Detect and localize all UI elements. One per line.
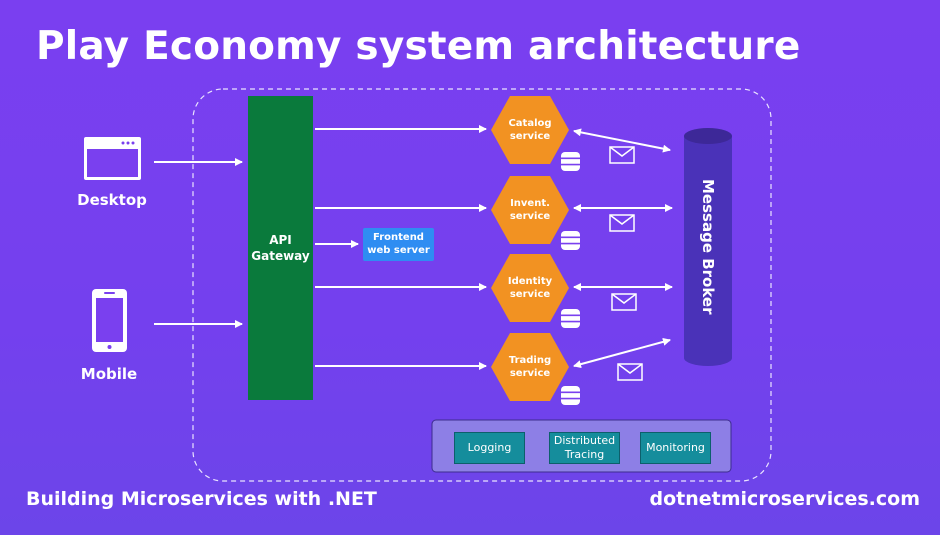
mobile-phone-icon — [92, 289, 127, 352]
message-broker-label: Message Broker — [684, 128, 732, 366]
database-icon — [561, 309, 580, 328]
catalog-service-label-line1: Catalog — [508, 118, 552, 129]
catalog-service-hexagon — [491, 96, 569, 164]
inventory-service-label-line2: service — [509, 211, 551, 222]
api-gateway-label: API Gateway — [248, 232, 313, 264]
mobile-label: Mobile — [80, 365, 138, 383]
database-icon — [561, 152, 580, 171]
frontend-label-line2: web server — [367, 245, 430, 256]
envelope-icon — [609, 146, 635, 164]
system-boundary — [192, 88, 772, 482]
logging-label-line1: Logging — [467, 441, 512, 454]
inventory-service-hexagon — [491, 176, 569, 244]
envelope-icon — [611, 293, 637, 311]
distributed-tracing-box: Distributed Tracing — [549, 432, 620, 464]
trading-service-hexagon — [491, 333, 569, 401]
desktop-window-icon — [84, 137, 141, 180]
inventory-service-label-line1: Invent. — [510, 198, 550, 209]
inventory-service-label: Invent. service — [492, 197, 568, 223]
database-icon — [561, 231, 580, 250]
api-gateway-label-line2: Gateway — [251, 249, 310, 263]
identity-service-hexagon — [491, 254, 569, 322]
frontend-label-line1: Frontend — [373, 232, 424, 243]
trading-service-label: Trading service — [492, 354, 568, 380]
website-footer: dotnetmicroservices.com — [649, 488, 920, 510]
desktop-label: Desktop — [77, 191, 147, 209]
message-broker-label-text: Message Broker — [699, 179, 717, 315]
catalog-broker-arrow — [573, 128, 671, 153]
trading-broker-arrow — [573, 337, 671, 369]
logging-box: Logging — [454, 432, 525, 464]
trading-service-label-line2: service — [509, 368, 551, 379]
course-title-footer: Building Microservices with .NET — [26, 488, 377, 510]
identity-service-label-line2: service — [509, 289, 551, 300]
message-broker-cylinder — [684, 128, 732, 366]
page-title: Play Economy system architecture — [36, 24, 801, 69]
identity-service-label: Identity service — [492, 275, 568, 301]
frontend-web-server-box: Frontend web server — [363, 228, 434, 261]
identity-service-label-line1: Identity — [507, 276, 553, 287]
distributed-tracing-label-line2: Tracing — [564, 448, 605, 461]
api-gateway-box — [248, 96, 313, 400]
database-icon — [561, 386, 580, 405]
monitoring-box: Monitoring — [640, 432, 711, 464]
distributed-tracing-label-line1: Distributed — [553, 434, 616, 447]
envelope-icon — [617, 363, 643, 381]
monitoring-label-line1: Monitoring — [646, 441, 705, 454]
trading-service-label-line1: Trading — [508, 355, 552, 366]
catalog-service-label-line2: service — [509, 131, 551, 142]
catalog-service-label: Catalog service — [492, 117, 568, 143]
envelope-icon — [609, 214, 635, 232]
api-gateway-label-line1: API — [269, 233, 292, 247]
